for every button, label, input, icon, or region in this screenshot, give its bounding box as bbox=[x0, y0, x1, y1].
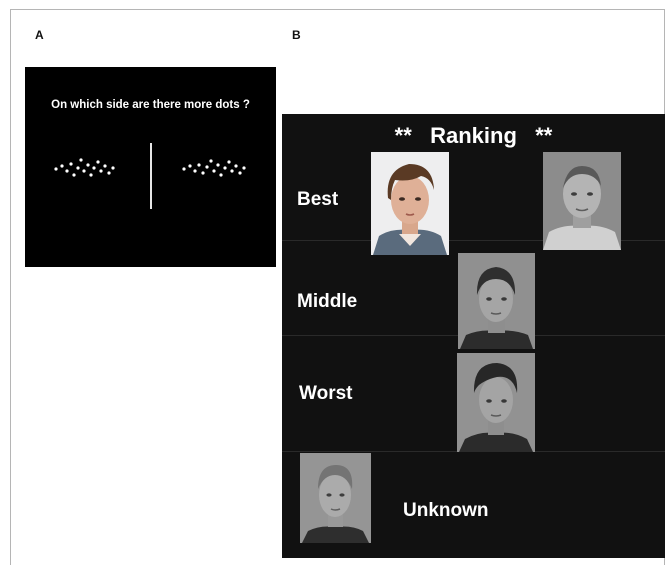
face-photo-best-2 bbox=[543, 152, 621, 250]
ranking-title: ** Ranking ** bbox=[394, 123, 553, 148]
dot-arrays bbox=[54, 158, 246, 177]
panel-b-letter: B bbox=[292, 28, 301, 42]
face-photo-middle bbox=[458, 253, 535, 349]
panel-a-letter: A bbox=[35, 28, 44, 42]
label-middle: Middle bbox=[297, 291, 358, 312]
dot-array-left bbox=[54, 158, 115, 177]
dot-task-question: On which side are there more dots ? bbox=[51, 99, 250, 111]
label-best: Best bbox=[297, 189, 339, 210]
panel-a-dot-task: On which side are there more dots ? bbox=[25, 67, 276, 267]
dot-array-right bbox=[182, 159, 246, 177]
face-photo-worst bbox=[457, 353, 535, 452]
row-separator bbox=[282, 240, 665, 241]
face-photo-unknown bbox=[300, 453, 371, 543]
face-photo-best-1 bbox=[371, 152, 449, 255]
panel-b-ranking: ** Ranking ** Best Middle Worst Unknown bbox=[282, 114, 665, 558]
center-divider bbox=[150, 143, 152, 209]
label-worst: Worst bbox=[299, 383, 353, 404]
label-unknown: Unknown bbox=[403, 500, 489, 521]
